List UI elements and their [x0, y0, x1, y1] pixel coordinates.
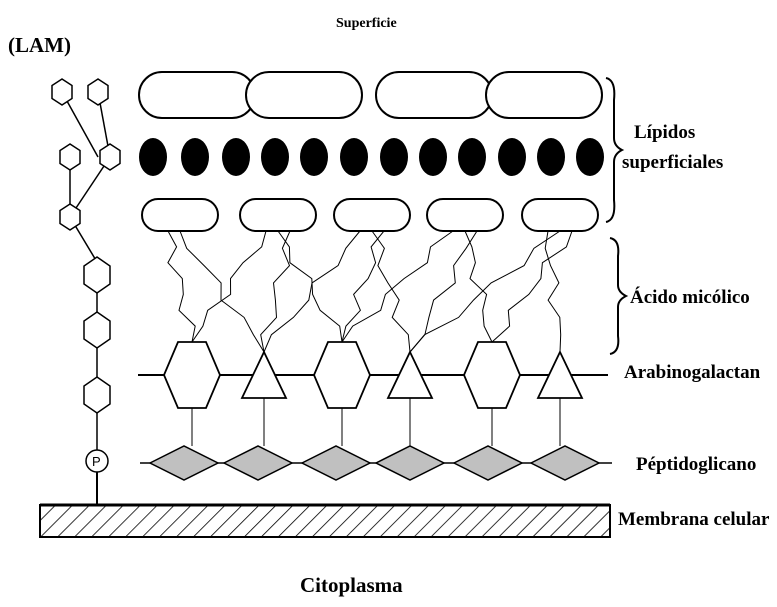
surface-lipid-capsule	[139, 72, 255, 118]
lam-molecule	[52, 79, 120, 413]
lipid-dot	[261, 138, 289, 176]
label-lipidos: Lípidos	[634, 122, 695, 143]
peptidoglycan-diamond	[224, 446, 292, 480]
arabinogalactan-units	[164, 342, 582, 446]
peptidoglycan-diamond	[150, 446, 218, 480]
lam-small-hexagon	[60, 204, 80, 230]
mycolic-acid-chain	[372, 231, 410, 352]
surface-lipids	[139, 72, 604, 231]
brace-acido-micolico	[610, 238, 626, 354]
mycolic-acid-chain	[342, 231, 453, 342]
label-superficiales: superficiales	[622, 152, 723, 173]
mycolic-head-capsule	[427, 199, 503, 231]
mycolic-head-capsule	[142, 199, 218, 231]
surface-lipid-capsule	[486, 72, 602, 118]
label-lam: (LAM)	[8, 33, 71, 57]
mycolic-head-capsule	[240, 199, 316, 231]
peptidoglycan-diamond	[531, 446, 599, 480]
arabinogalactan-hexagon	[164, 342, 220, 408]
lam-small-hexagon	[60, 144, 80, 170]
lipid-dot	[458, 138, 486, 176]
label-arabinogalactan: Arabinogalactan	[624, 362, 761, 383]
peptidoglycan-diamond	[376, 446, 444, 480]
arabinogalactan-hexagon	[464, 342, 520, 408]
mycolic-head-capsule	[334, 199, 410, 231]
mycolic-acid-chain	[545, 231, 561, 352]
mycolic-acid-chain	[278, 231, 342, 342]
lam-small-hexagon	[52, 79, 72, 105]
label-peptidoglicano: Péptidoglicano	[636, 454, 756, 475]
surface-lipid-capsule	[376, 72, 492, 118]
mycolic-acid-chain	[410, 231, 477, 352]
lipid-dot	[222, 138, 250, 176]
peptidoglycan-diamond	[454, 446, 522, 480]
lam-large-hexagon	[84, 312, 110, 348]
lam-small-hexagon	[88, 79, 108, 105]
label-membrana: Membrana celular	[618, 509, 770, 530]
label-acido-micolico: Ácido micólico	[630, 286, 750, 308]
lipid-dot	[300, 138, 328, 176]
lipid-dot	[340, 138, 368, 176]
mycolic-acid-chain	[192, 231, 266, 342]
mycolic-acid-chain	[168, 231, 195, 342]
cell-membrane	[40, 505, 610, 537]
label-citoplasma: Citoplasma	[300, 573, 403, 597]
lipid-dot	[419, 138, 447, 176]
lam-large-hexagon	[84, 377, 110, 413]
mycolic-acid-chain	[410, 231, 560, 352]
lipid-dot	[181, 138, 209, 176]
lipid-dot	[139, 138, 167, 176]
mycolic-head-capsule	[522, 199, 598, 231]
peptidoglycan-diamond	[302, 446, 370, 480]
mycolic-acid-chain	[261, 231, 290, 352]
lipid-dot	[498, 138, 526, 176]
lam-small-hexagon	[100, 144, 120, 170]
lam-large-hexagon	[84, 257, 110, 293]
peptidoglycan-units	[150, 446, 599, 480]
brace-lipidos	[606, 78, 622, 222]
label-superficie: Superficie	[336, 16, 397, 31]
lipid-dot	[576, 138, 604, 176]
arabinogalactan-hexagon	[314, 342, 370, 408]
surface-lipid-capsule	[246, 72, 362, 118]
lipid-dot	[537, 138, 565, 176]
phosphate-label: P	[92, 454, 101, 469]
mycolic-acid-chain	[180, 231, 264, 352]
mycolic-acid-chains	[168, 231, 572, 352]
mycolic-acid-chain	[342, 231, 384, 342]
lipid-dot	[380, 138, 408, 176]
